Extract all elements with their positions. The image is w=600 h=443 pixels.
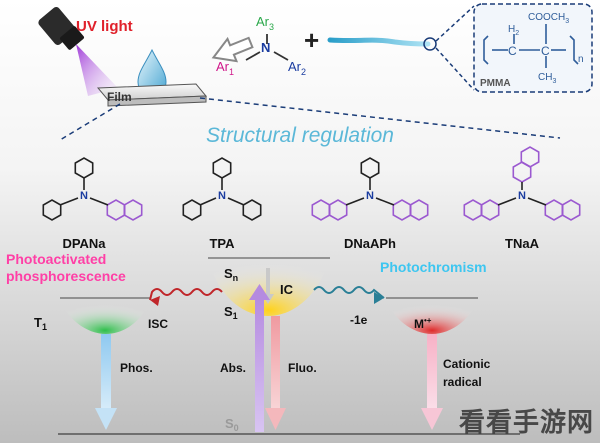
molecule-tpa-nitrogen: N bbox=[218, 190, 226, 202]
triarylamine-structure bbox=[245, 34, 289, 61]
minus-e-label: -1e bbox=[350, 313, 368, 327]
fluo-beam bbox=[271, 316, 280, 412]
pmma-c2: C bbox=[541, 44, 550, 58]
molecule-tpa-phenyl-top bbox=[212, 157, 232, 179]
molecule-label-dpana: DPANa bbox=[62, 236, 106, 251]
phos-arrowhead bbox=[95, 408, 117, 430]
pmma-box bbox=[473, 3, 593, 93]
ic-label: IC bbox=[280, 282, 294, 297]
molecule-label-tnaa: TNaA bbox=[505, 236, 540, 251]
isc-label: ISC bbox=[148, 317, 168, 331]
isc-wavy-arrow bbox=[149, 288, 223, 301]
molecule-dpana-nitrogen: N bbox=[80, 190, 88, 202]
isc-arrowhead bbox=[150, 296, 160, 306]
polymer-chain bbox=[327, 37, 431, 47]
pmma-h2: H2 bbox=[508, 24, 519, 37]
cationic-label-line2: radical bbox=[443, 375, 482, 389]
zoom-circle bbox=[423, 37, 437, 51]
molecule-tpa-phenyl-left bbox=[182, 199, 202, 221]
flashlight-icon bbox=[38, 7, 118, 96]
abs-beam bbox=[255, 296, 264, 432]
molecule-dnaaph-bond-right bbox=[375, 197, 395, 206]
cationic-label-line1: Cationic bbox=[443, 357, 491, 371]
molecule-dnaaph-naphthyl-left-a bbox=[328, 199, 348, 221]
zoom-line-bottom bbox=[435, 47, 475, 91]
radical-label: M•+ bbox=[414, 316, 432, 331]
pmma-cooch3: COOCH3 bbox=[528, 12, 569, 25]
photoactivated-label-line2: phosphorescence bbox=[6, 268, 126, 284]
molecule-dnaaph-naphthyl-right-b bbox=[409, 199, 429, 221]
molecule-tpa-bond-left bbox=[199, 197, 217, 206]
zoom-line-top bbox=[435, 5, 475, 42]
ar2-label: Ar2 bbox=[288, 59, 306, 77]
molecule-tnaa-naphthyl-left-b bbox=[463, 199, 483, 221]
sn-label: Sn bbox=[224, 266, 238, 283]
molecule-dnaaph-naphthyl-left-b bbox=[311, 199, 331, 221]
molecule-tnaa-naphthyl-right-b bbox=[561, 199, 581, 221]
film-connector-right bbox=[199, 97, 561, 139]
s1-label: S1 bbox=[224, 304, 238, 321]
molecule-label-dnaaph: DNaAPh bbox=[344, 236, 396, 251]
fluo-arrowhead bbox=[265, 408, 286, 430]
molecule-label-tpa: TPA bbox=[209, 236, 235, 251]
pmma-ch3: CH3 bbox=[538, 72, 556, 85]
plus-sign: + bbox=[304, 25, 319, 55]
cationic-arrowhead bbox=[421, 408, 443, 430]
photoactivated-label-line1: Photoactivated bbox=[6, 251, 106, 267]
phos-beam bbox=[101, 334, 111, 414]
film-label: Film bbox=[107, 90, 132, 104]
left-arrow-icon bbox=[211, 36, 254, 63]
uv-light-label: UV light bbox=[76, 18, 133, 35]
t1-label: T1 bbox=[34, 315, 47, 332]
molecule-dnaaph-nitrogen: N bbox=[366, 190, 374, 202]
molecule-dpana-bond-right bbox=[89, 197, 109, 206]
molecule-tnaa-naphthyl-right-a bbox=[544, 199, 564, 221]
pmma-c1: C bbox=[508, 44, 517, 58]
molecule-tnaa-naphthyl-top-b bbox=[520, 146, 540, 168]
molecule-tnaa-nitrogen: N bbox=[518, 190, 526, 202]
phos-label: Phos. bbox=[120, 361, 153, 375]
pmma-structure bbox=[483, 24, 579, 68]
molecule-dpana-phenyl-left bbox=[42, 199, 62, 221]
film-connector-left bbox=[59, 103, 121, 141]
molecule-tpa-bond-right bbox=[227, 197, 245, 206]
abs-arrowhead bbox=[249, 284, 270, 300]
watermark-logo: 看看手游网 bbox=[458, 408, 594, 438]
abs-label: Abs. bbox=[220, 361, 246, 375]
electron-loss-wavy-arrow bbox=[313, 286, 385, 299]
photochromism-label: Photochromism bbox=[380, 259, 487, 275]
molecule-dnaaph-naphthyl-right-a bbox=[392, 199, 412, 221]
molecule-tnaa-naphthyl-left-a bbox=[480, 199, 500, 221]
t1-well bbox=[60, 298, 150, 334]
uv-beam bbox=[76, 44, 118, 96]
molecule-dnaaph-phenyl-top bbox=[360, 157, 380, 179]
electron-loss-arrowhead bbox=[374, 292, 384, 304]
radical-well bbox=[386, 298, 478, 334]
molecule-dpana-phenyl-top bbox=[74, 157, 94, 179]
ar3-label: Ar3 bbox=[256, 14, 274, 32]
pmma-label: PMMA bbox=[480, 78, 511, 89]
pmma-n: n bbox=[578, 54, 584, 65]
molecule-dpana-naphthyl-b bbox=[123, 199, 143, 221]
molecule-dpana-naphthyl-a bbox=[106, 199, 126, 221]
molecule-tpa-phenyl-right bbox=[242, 199, 262, 221]
fluo-label: Fluo. bbox=[288, 361, 317, 375]
molecule-dnaaph-bond-left bbox=[345, 197, 365, 206]
cationic-beam bbox=[427, 334, 437, 412]
amine-n: N bbox=[261, 40, 270, 55]
s0-label: S0 bbox=[225, 416, 239, 433]
film-slab bbox=[96, 83, 208, 107]
ar1-label: Ar1 bbox=[216, 59, 234, 77]
structural-regulation-title: Structural regulation bbox=[206, 124, 394, 147]
molecule-dpana-bond-left bbox=[59, 197, 79, 206]
molecule-tnaa-bond-left bbox=[497, 197, 517, 206]
molecule-tnaa-bond-right bbox=[527, 197, 547, 206]
